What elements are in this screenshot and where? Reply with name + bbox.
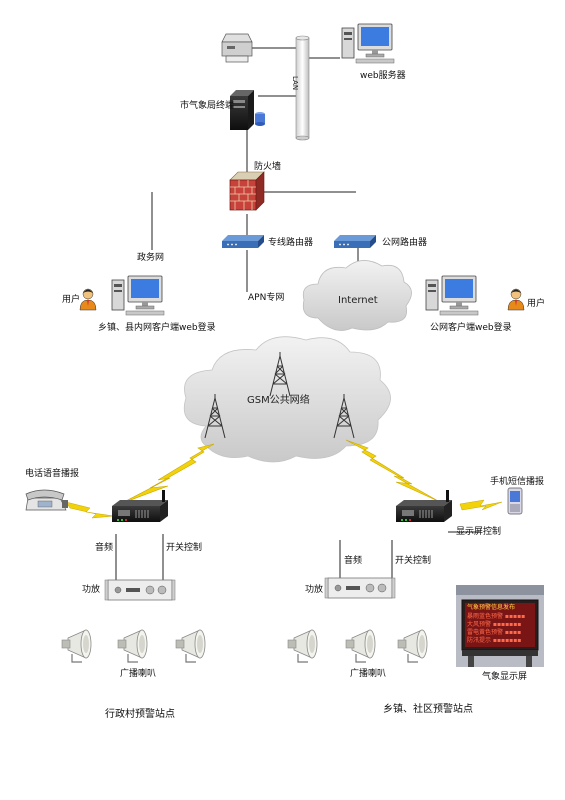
public-client-workstation-icon xyxy=(425,275,479,316)
public-router-icon xyxy=(334,235,376,248)
gov-net-label: 政务网 xyxy=(137,253,165,263)
gsm-label: GSM公共网络 xyxy=(247,395,310,406)
terminal-label: 市气象局终端 xyxy=(180,101,235,111)
user-icon xyxy=(79,288,97,311)
horn-speaker-icon xyxy=(397,629,428,663)
town-station-label: 乡镇、社区预警站点 xyxy=(383,704,473,715)
apn-label: APN专网 xyxy=(248,293,285,303)
phone-call-label: 电话语音播报 xyxy=(25,469,80,479)
led-screen-row: 雷电黄色预警 ▪▪▪▪ xyxy=(467,629,522,636)
horn-speaker-icon xyxy=(61,629,92,663)
lan-backbone xyxy=(295,35,310,141)
gsm-cloud-icon xyxy=(183,336,391,463)
sms-label: 手机短信播报 xyxy=(490,477,545,487)
amplifier-icon xyxy=(104,579,176,601)
user-label-right: 用户 xyxy=(527,299,546,309)
internet-label: Internet xyxy=(338,295,378,306)
web-server-icon xyxy=(341,23,395,64)
speakers-label-right: 广播喇叭 xyxy=(350,669,387,679)
user-icon xyxy=(507,288,525,311)
telephone-icon xyxy=(25,489,68,511)
led-screen-row: 防汛提示 ▪▪▪▪▪▪▪ xyxy=(467,637,522,644)
public-router-label: 公网路由器 xyxy=(382,238,428,248)
firewall-icon xyxy=(229,171,265,211)
led-screen-row: 暴雨蓝色预警 ▪▪▪▪▪ xyxy=(467,613,526,620)
lightning-icon xyxy=(459,499,503,511)
lightning-icon xyxy=(65,501,115,519)
led-screen-title: 气象预警信息发布 xyxy=(467,604,516,611)
horn-speaker-icon xyxy=(287,629,318,663)
dedicated-router-icon xyxy=(222,235,264,248)
amplifier-icon xyxy=(324,577,396,599)
backbone-label: LAN xyxy=(291,76,299,91)
web-server-label: web服务器 xyxy=(360,71,406,81)
horn-speaker-icon xyxy=(175,629,206,663)
server-icon xyxy=(230,90,265,130)
led-display-icon xyxy=(456,585,544,667)
firewall-label: 防火墙 xyxy=(254,162,282,172)
gov-client-workstation-icon xyxy=(111,275,165,316)
amplifier-label-right: 功放 xyxy=(305,585,324,595)
user-label-left: 用户 xyxy=(62,295,81,305)
internet-cloud-icon xyxy=(302,260,412,331)
printer-icon xyxy=(221,33,253,63)
weather-screen-label: 气象显示屏 xyxy=(482,672,528,682)
audio-label-left: 音频 xyxy=(95,543,114,553)
lightning-icon xyxy=(119,443,215,505)
horn-speaker-icon xyxy=(345,629,376,663)
lightning-icon xyxy=(345,439,441,503)
switch-label-left: 开关控制 xyxy=(166,543,203,553)
village-station-label: 行政村预警站点 xyxy=(105,709,175,720)
led-screen-row: 大风预警 ▪▪▪▪▪▪▪ xyxy=(467,621,522,628)
dedicated-router-label: 专线路由器 xyxy=(268,238,314,248)
horn-speaker-icon xyxy=(117,629,148,663)
mobile-phone-icon xyxy=(507,487,523,515)
led-control-label: 显示屏控制 xyxy=(456,527,502,537)
gov-client-label: 乡镇、县内网客户端web登录 xyxy=(98,323,216,333)
switch-label-right: 开关控制 xyxy=(395,556,432,566)
amplifier-label-left: 功放 xyxy=(82,585,101,595)
speakers-label-left: 广播喇叭 xyxy=(120,669,157,679)
public-client-label: 公网客户端web登录 xyxy=(430,323,512,333)
audio-label-right: 音频 xyxy=(344,556,363,566)
